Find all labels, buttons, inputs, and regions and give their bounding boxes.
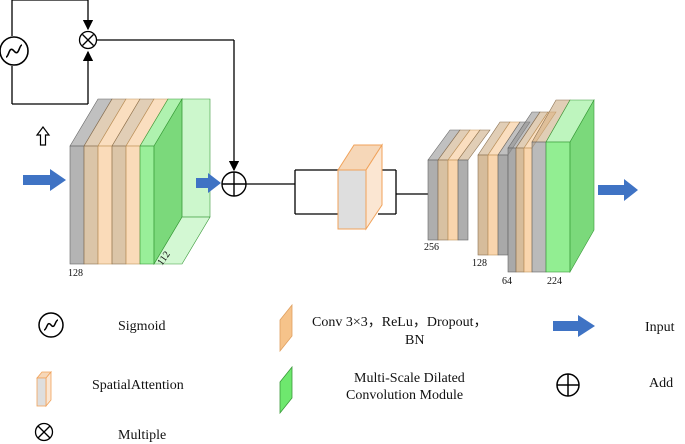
legend-multiple-label: Multiple [118,428,166,443]
depth-label-128-left: 128 [68,268,83,279]
legend: Sigmoid Conv 3×3，ReLu，Dropout， BN Input … [34,303,675,443]
depth-label-64: 64 [502,276,512,287]
sigmoid-icon [0,36,29,66]
up-arrow-icon [35,126,51,146]
legend-conv-label-1: Conv 3×3，ReLu，Dropout， [312,315,488,330]
legend-sigmoid-label: Sigmoid [118,319,165,334]
legend-spatial-attention-icon [36,370,52,408]
input-arrow [23,169,66,191]
add-icon [221,171,247,197]
legend-sigmoid-icon [38,312,64,338]
legend-conv-swatch [279,303,293,353]
encoder-block-left [69,97,211,266]
spatial-attention-block [337,143,383,231]
attention-loop [11,0,240,172]
legend-conv-label-2: BN [405,333,424,348]
depth-label-128-right: 128 [472,258,487,269]
legend-msdc-label-1: Multi-Scale Dilated [354,371,465,386]
block-to-add-arrow [196,173,221,193]
legend-add-label: Add [649,376,673,391]
multiply-icon [78,30,98,50]
legend-msdc-swatch [279,365,293,415]
output-arrow [598,179,638,201]
attention-connector [246,169,428,215]
decoder-block-right [427,98,595,274]
depth-label-224: 224 [547,276,562,287]
legend-spatial-attention-label: SpatialAttention [92,378,184,393]
depth-label-256: 256 [424,242,439,253]
legend-msdc-label-2: Convolution Module [346,388,463,403]
legend-add-icon [556,373,580,397]
legend-multiply-icon [34,422,54,442]
legend-input-label: Input [645,320,675,335]
legend-input-arrow [553,315,595,337]
